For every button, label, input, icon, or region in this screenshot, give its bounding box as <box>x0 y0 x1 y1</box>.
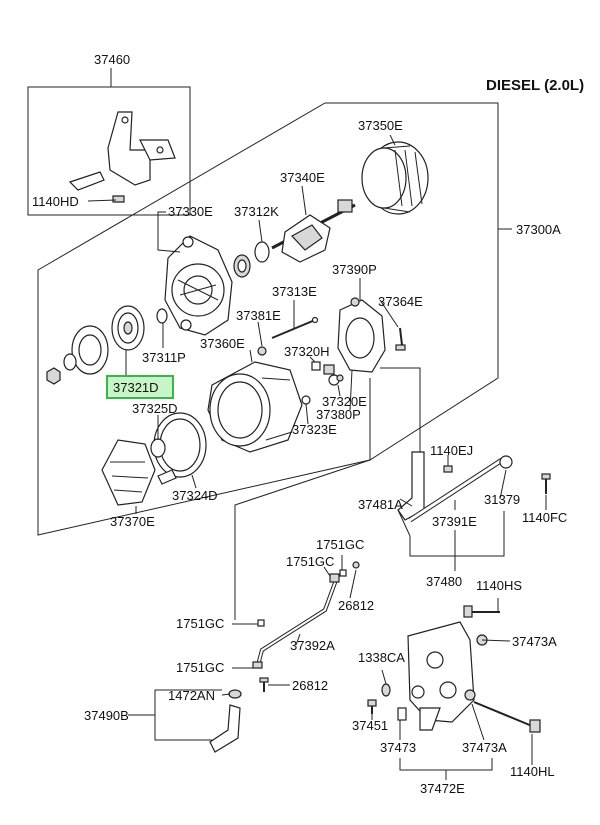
washer-37323E[interactable] <box>301 395 311 405</box>
gasket-37324D[interactable] <box>153 412 207 478</box>
callout-37311P[interactable]: 37311P <box>142 350 186 365</box>
bolt-26812[interactable] <box>259 677 269 692</box>
callout-37480[interactable]: 37480 <box>426 574 462 589</box>
bolt-1140FC[interactable] <box>541 473 551 494</box>
fitting-1751GC[interactable] <box>257 561 360 627</box>
callout-31379[interactable]: 31379 <box>484 492 520 507</box>
washer-1338CA[interactable] <box>381 683 391 697</box>
callout-37460[interactable]: 37460 <box>94 52 130 67</box>
leader-lines <box>87 68 547 780</box>
callout-37313E[interactable]: 37313E <box>272 284 317 299</box>
callout-37320H[interactable]: 37320H <box>284 344 330 359</box>
regulator-37390P[interactable] <box>337 297 386 373</box>
highlight-box-37321D <box>106 375 174 399</box>
bolt-1140HS[interactable] <box>463 605 500 618</box>
hose-37481A[interactable] <box>397 451 425 537</box>
bolt-1140EJ[interactable] <box>443 465 453 473</box>
callout-37451[interactable]: 37451 <box>352 718 388 733</box>
callout-37320E[interactable]: 37320E <box>322 394 367 409</box>
front-housing-37360E[interactable] <box>207 361 303 453</box>
bolt-37364E[interactable] <box>395 327 406 351</box>
stator-37350E[interactable] <box>361 141 429 215</box>
engine-label: DIESEL (2.0L) <box>486 77 584 94</box>
clamp-31379[interactable] <box>499 455 513 469</box>
callout-1751GC-a[interactable]: 1751GC <box>316 537 364 552</box>
pipe-37391E[interactable] <box>408 457 504 523</box>
callout-1140HL[interactable]: 1140HL <box>510 764 555 779</box>
callout-37490B[interactable]: 37490B <box>84 708 129 723</box>
callout-37364E[interactable]: 37364E <box>378 294 423 309</box>
rotor-37340E[interactable] <box>271 199 356 263</box>
callout-37481A[interactable]: 37481A <box>358 497 403 512</box>
callout-26812-b[interactable]: 26812 <box>292 678 328 693</box>
spacer-37311P[interactable] <box>156 308 168 324</box>
fan-37324D[interactable] <box>71 325 109 375</box>
pipe-37392A[interactable] <box>252 573 340 669</box>
callout-1751GC-d[interactable]: 1751GC <box>176 660 224 675</box>
callout-37392A[interactable]: 37392A <box>290 638 335 653</box>
callout-26812-a[interactable]: 26812 <box>338 598 374 613</box>
callout-1751GC-c[interactable]: 1751GC <box>176 616 224 631</box>
callout-1140HD[interactable]: 1140HD <box>32 194 79 209</box>
callout-37473A-a[interactable]: 37473A <box>512 634 557 649</box>
washer-front[interactable] <box>46 353 77 385</box>
callout-1140FC[interactable]: 1140FC <box>522 510 567 525</box>
nut-37381E[interactable] <box>257 346 267 356</box>
callout-37350E[interactable]: 37350E <box>358 118 403 133</box>
bearing-37312K[interactable] <box>233 241 270 278</box>
stud-37473[interactable] <box>397 707 407 721</box>
callout-37312K[interactable]: 37312K <box>234 204 279 219</box>
callout-37473[interactable]: 37473 <box>380 740 416 755</box>
bolt-37313E[interactable] <box>271 316 319 339</box>
pulley-37321D[interactable] <box>111 305 145 351</box>
callout-37370E[interactable]: 37370E <box>110 514 155 529</box>
callout-37380P[interactable]: 37380P <box>316 407 361 422</box>
cover-37370E[interactable] <box>101 439 156 506</box>
alternator-group-frame <box>37 102 499 536</box>
callout-37330E[interactable]: 37330E <box>168 204 213 219</box>
bolt-1140HL[interactable] <box>473 701 541 733</box>
callout-1751GC-b[interactable]: 1751GC <box>286 554 334 569</box>
callout-37473A-b[interactable]: 37473A <box>462 740 507 755</box>
bracket-group-frame <box>27 86 191 216</box>
callout-37325D[interactable]: 37325D <box>132 401 178 416</box>
gasket-37325D[interactable] <box>150 438 166 458</box>
callout-37321D[interactable]: 37321D <box>113 380 159 395</box>
callout-1338CA[interactable]: 1338CA <box>358 650 405 665</box>
callout-37300A[interactable]: 37300A <box>516 222 561 237</box>
clamp-1472AN[interactable] <box>228 689 242 699</box>
callout-1140EJ[interactable]: 1140EJ <box>430 443 473 458</box>
callout-37391E[interactable]: 37391E <box>432 514 477 529</box>
clip-piece[interactable] <box>157 469 177 485</box>
bracket-37472E[interactable] <box>407 621 475 731</box>
callout-37340E[interactable]: 37340E <box>280 170 325 185</box>
callout-1472AN[interactable]: 1472AN <box>168 688 215 703</box>
callout-37360E[interactable]: 37360E <box>200 336 245 351</box>
rear-housing-37330E[interactable] <box>164 235 233 336</box>
bolt-1140HD[interactable] <box>112 195 125 203</box>
brush-holder-37320H[interactable] <box>311 361 335 375</box>
bolt-37451[interactable] <box>367 699 377 714</box>
callout-37381E[interactable]: 37381E <box>236 308 281 323</box>
callout-37323E[interactable]: 37323E <box>292 422 337 437</box>
bracket-37460[interactable] <box>68 111 176 191</box>
rectifier-37320E[interactable] <box>328 374 344 386</box>
callout-37472E[interactable]: 37472E <box>420 781 465 796</box>
hose-37490B[interactable] <box>209 704 241 753</box>
callout-1140HS[interactable]: 1140HS <box>476 578 522 593</box>
callout-37324D[interactable]: 37324D <box>172 488 218 503</box>
callout-37390P[interactable]: 37390P <box>332 262 377 277</box>
